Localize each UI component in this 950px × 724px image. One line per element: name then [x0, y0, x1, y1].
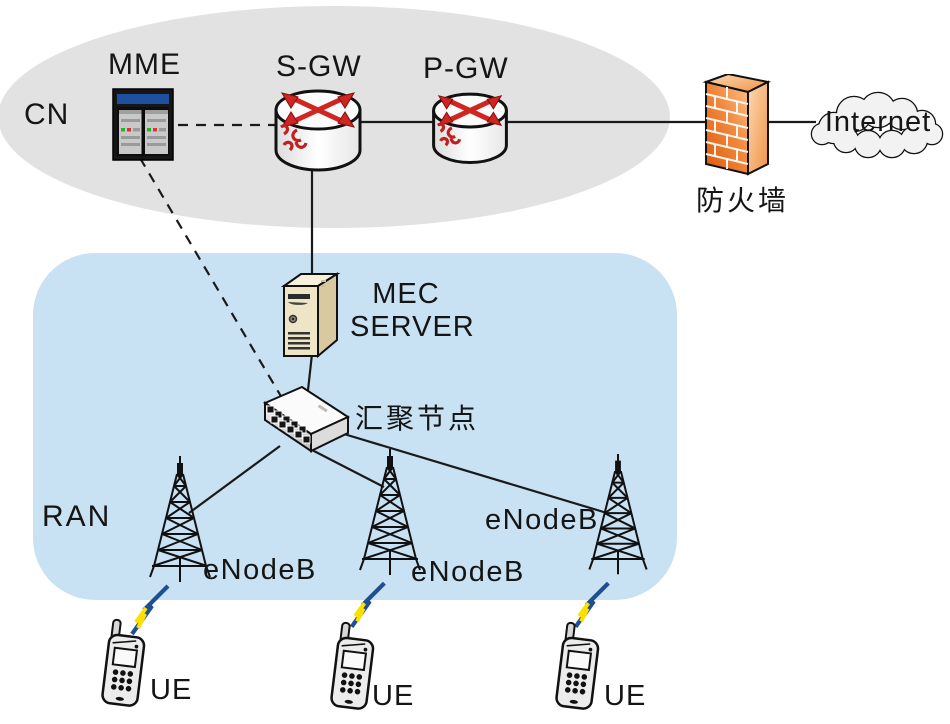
enodeb2-label: eNodeB — [411, 556, 525, 588]
link-switch-enodeb3 — [344, 434, 607, 513]
aggregation-node-label: 汇聚节点 — [355, 403, 480, 434]
ran-region-label: RAN — [42, 500, 112, 533]
mec-server-icon — [281, 272, 341, 360]
link-mme-switch — [140, 158, 282, 398]
ue1-label: UE — [150, 674, 193, 706]
enodeb1-label: eNodeB — [203, 554, 317, 586]
ue2-label: UE — [372, 680, 415, 712]
mme-server-icon — [112, 88, 174, 162]
cn-region-label: CN — [24, 98, 70, 131]
ue3-phone-icon — [553, 620, 605, 714]
link-switch-enodeb2 — [312, 450, 384, 487]
link-switch-enodeb1 — [189, 446, 280, 513]
enodeb3-label: eNodeB — [485, 504, 599, 536]
ue1-phone-icon — [99, 617, 151, 711]
internet-cloud-icon — [808, 90, 948, 160]
mme-label: MME — [108, 48, 181, 81]
ue3-label: UE — [604, 680, 647, 712]
mec-server-label-line1: MEC — [372, 278, 440, 310]
firewall-icon — [702, 74, 774, 178]
firewall-label: 防火墙 — [696, 185, 790, 216]
ran-region — [33, 253, 677, 600]
aggregation-switch-icon — [262, 385, 352, 455]
sgw-router-icon — [272, 84, 364, 174]
pgw-router-icon — [430, 88, 510, 166]
mec-server-label-line2: SERVER — [350, 311, 475, 343]
sgw-label: S-GW — [276, 50, 362, 83]
mec-server-label: MEC SERVER — [350, 278, 475, 344]
internet-label: Internet — [824, 106, 932, 138]
pgw-label: P-GW — [423, 52, 509, 85]
